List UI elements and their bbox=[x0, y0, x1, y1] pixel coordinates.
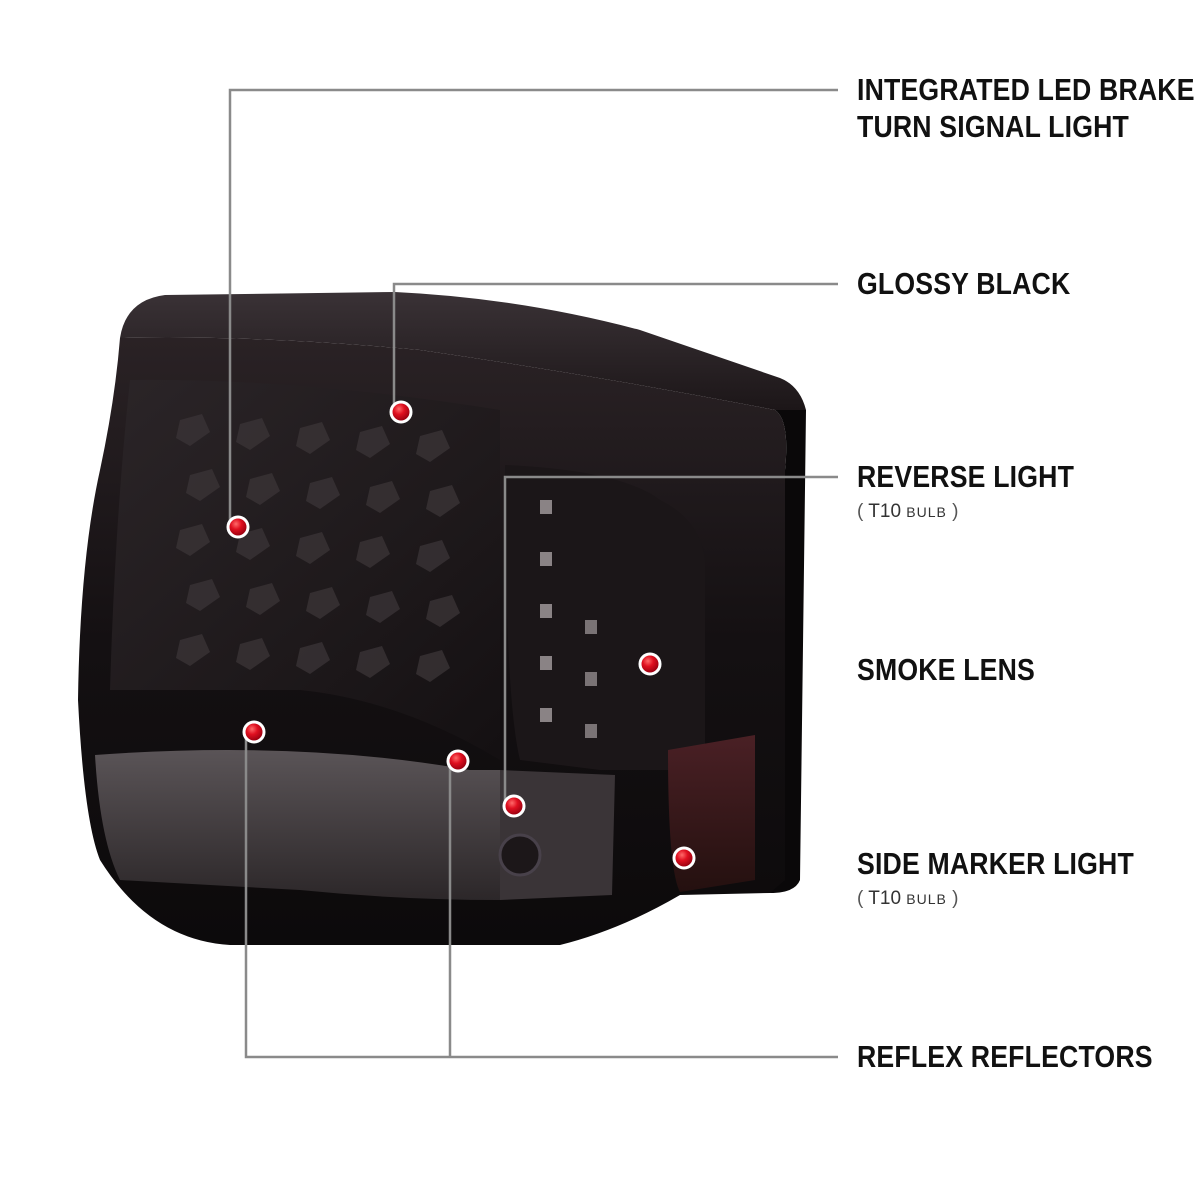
callout-reverse-light-bulb: ( T10 BULB ) bbox=[857, 501, 958, 523]
led-cell bbox=[236, 638, 270, 670]
reverse-led-cell bbox=[585, 672, 597, 686]
callout-reflex-reflectors: REFLEX REFLECTORS bbox=[857, 1039, 1153, 1074]
callout-dots bbox=[226, 400, 696, 870]
reverse-led-cell bbox=[540, 656, 552, 670]
reverse-led-cell bbox=[540, 552, 552, 566]
red-dot-icon bbox=[672, 846, 696, 870]
led-cell bbox=[416, 430, 450, 462]
callout-glossy-black: GLOSSY BLACK bbox=[857, 266, 1071, 301]
led-cell bbox=[186, 469, 220, 501]
bulb-type: T10 bbox=[868, 501, 902, 522]
led-cell bbox=[366, 481, 400, 513]
reflector-strip bbox=[95, 750, 500, 900]
led-cell bbox=[416, 540, 450, 572]
tail-light-housing bbox=[78, 292, 806, 945]
red-dot-icon bbox=[638, 652, 662, 676]
callout-side-marker-bulb: ( T10 BULB ) bbox=[857, 888, 958, 910]
reverse-led-cell bbox=[540, 604, 552, 618]
callout-smoke-lens: SMOKE LENS bbox=[857, 652, 1035, 687]
red-dot-icon bbox=[242, 720, 266, 744]
led-cell bbox=[296, 532, 330, 564]
led-cell bbox=[186, 579, 220, 611]
callout-side-marker: SIDE MARKER LIGHT bbox=[857, 846, 1134, 881]
bulb-type: T10 bbox=[868, 888, 902, 909]
led-cell bbox=[356, 646, 390, 678]
led-cell bbox=[176, 524, 210, 556]
bulb-word: BULB bbox=[906, 504, 947, 520]
paren-close: ) bbox=[952, 888, 959, 909]
led-cell bbox=[416, 650, 450, 682]
led-cell bbox=[246, 473, 280, 505]
callout-led-brake-line1: INTEGRATED LED BRAKE & bbox=[857, 72, 1200, 107]
led-cell bbox=[296, 642, 330, 674]
paren-close: ) bbox=[952, 501, 959, 522]
red-dot-icon bbox=[226, 515, 250, 539]
led-cell bbox=[176, 634, 210, 666]
led-cell bbox=[296, 422, 330, 454]
callout-reverse-light: REVERSE LIGHT bbox=[857, 459, 1075, 494]
led-cell bbox=[306, 587, 340, 619]
red-dot-icon bbox=[389, 400, 413, 424]
bulb-word: BULB bbox=[906, 891, 947, 907]
led-cell bbox=[176, 414, 210, 446]
led-cell bbox=[246, 583, 280, 615]
led-cell bbox=[236, 418, 270, 450]
paren-open: ( bbox=[857, 501, 864, 522]
paren-open: ( bbox=[857, 888, 864, 909]
reverse-bulb-socket bbox=[498, 833, 542, 877]
reverse-led-cell bbox=[585, 724, 597, 738]
led-cell bbox=[426, 595, 460, 627]
led-cell bbox=[426, 485, 460, 517]
callout-led-brake-line2: TURN SIGNAL LIGHT bbox=[857, 109, 1129, 144]
housing-side-edge bbox=[770, 410, 806, 893]
red-dot-icon bbox=[502, 794, 526, 818]
housing-top-surface bbox=[120, 292, 806, 410]
led-cell bbox=[356, 536, 390, 568]
led-cell bbox=[356, 426, 390, 458]
led-grid bbox=[176, 414, 597, 738]
reverse-led-cell bbox=[585, 620, 597, 634]
red-dot-icon bbox=[446, 749, 470, 773]
smoke-lens-area bbox=[505, 465, 705, 770]
reverse-led-cell bbox=[540, 500, 552, 514]
led-cell bbox=[306, 477, 340, 509]
reverse-led-cell bbox=[540, 708, 552, 722]
led-cell bbox=[366, 591, 400, 623]
